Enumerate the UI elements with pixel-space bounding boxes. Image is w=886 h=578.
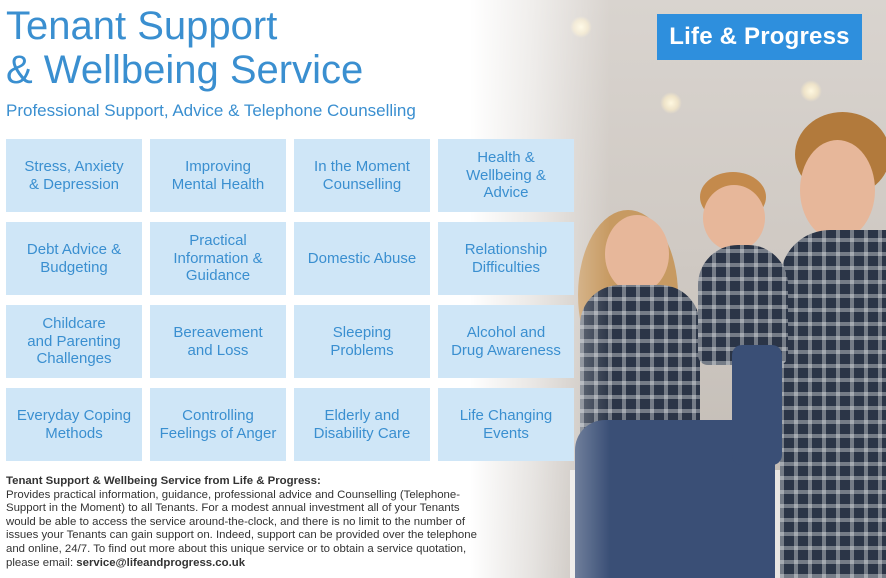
baby-jeans (732, 345, 782, 465)
info-heading: Tenant Support & Wellbeing Service from … (6, 475, 321, 487)
service-tile-line: Counselling (322, 175, 402, 193)
info-line-2: Support in the Moment) to all Tenants. F… (6, 502, 460, 515)
service-tile-line: Health & (477, 149, 535, 167)
service-tile-line: Methods (45, 424, 103, 442)
service-tile-line: Difficulties (471, 258, 541, 276)
string-light (660, 92, 682, 114)
service-tile: Health &Wellbeing &Advice (438, 139, 574, 212)
service-tile-line: Problems (330, 341, 394, 359)
man-shirt (780, 230, 886, 578)
service-tile-line: Domestic Abuse (307, 249, 417, 267)
service-tile-label: Stress, Anxiety& Depression (24, 158, 123, 193)
service-tile-line: Controlling (182, 407, 254, 424)
service-tile-line: Information & (173, 249, 263, 267)
service-tile-line: Improving (185, 158, 251, 175)
service-tile-line: Alcohol and (466, 324, 546, 341)
info-line-4: issues your Tenants can gain support on.… (6, 529, 477, 542)
service-tile-line: & Depression (28, 175, 120, 193)
service-tile-line: Feelings of Anger (159, 424, 277, 442)
service-tile-line: Sleeping (332, 324, 392, 341)
baby-head (703, 185, 765, 251)
string-light (800, 80, 822, 102)
service-tile-line: Elderly and (324, 407, 400, 424)
service-tile-line: and Loss (187, 341, 249, 359)
woman-head (605, 215, 669, 293)
service-tile-label: Debt Advice &Budgeting (27, 241, 121, 276)
service-tile: Debt Advice &Budgeting (6, 222, 142, 295)
brand-logo: Life & Progress (657, 14, 862, 60)
service-tile-line: Budgeting (40, 258, 108, 276)
info-email-line: please email: service@lifeandprogress.co… (6, 557, 492, 571)
service-tile-line: Wellbeing & (466, 166, 546, 184)
title-line-2: & Wellbeing Service (6, 48, 364, 92)
title-line-1: Tenant Support (6, 4, 278, 48)
family-photo (470, 0, 886, 578)
service-tile: Domestic Abuse (294, 222, 430, 295)
info-line-1: Provides practical information, guidance… (6, 488, 460, 501)
service-tile-line: Practical (189, 232, 247, 250)
email-link[interactable]: service@lifeandprogress.co.uk (76, 556, 246, 569)
info-line-3: would be able to access the service arou… (6, 515, 466, 528)
page-subtitle: Professional Support, Advice & Telephone… (6, 101, 416, 120)
service-tile-line: Events (483, 424, 529, 442)
service-tile-line: Everyday Coping (16, 407, 132, 424)
page-title: Tenant Support & Wellbeing Service (6, 4, 363, 92)
service-tile-line: Advice (483, 184, 529, 202)
service-tile: Stress, Anxiety& Depression (6, 139, 142, 212)
info-section: Tenant Support & Wellbeing Service from … (6, 475, 492, 570)
info-line-5: and online, 24/7. To find out more about… (6, 542, 467, 555)
service-tile-line: Disability Care (313, 424, 411, 442)
service-tile-line: Drug Awareness (451, 341, 561, 359)
service-tile-line: Bereavement (173, 324, 263, 341)
service-tile-label: Health &Wellbeing &Advice (466, 149, 546, 202)
service-tile-label: Domestic Abuse (308, 250, 416, 268)
service-tile-line: Relationship (464, 241, 548, 258)
service-tile-line: Guidance (185, 267, 251, 285)
service-tile-line: and Parenting (27, 332, 121, 350)
email-prefix: please email: (6, 556, 77, 569)
service-tile-line: In the Moment (314, 158, 410, 175)
service-tile-line: Childcare (42, 315, 106, 333)
service-tile-line: Challenges (36, 350, 112, 368)
service-tile-line: Debt Advice & (26, 241, 122, 258)
man-head (800, 140, 875, 240)
service-tile-line: Stress, Anxiety (24, 158, 124, 175)
service-tile-line: Mental Health (171, 175, 265, 193)
service-tile-line: Life Changing (459, 407, 553, 424)
